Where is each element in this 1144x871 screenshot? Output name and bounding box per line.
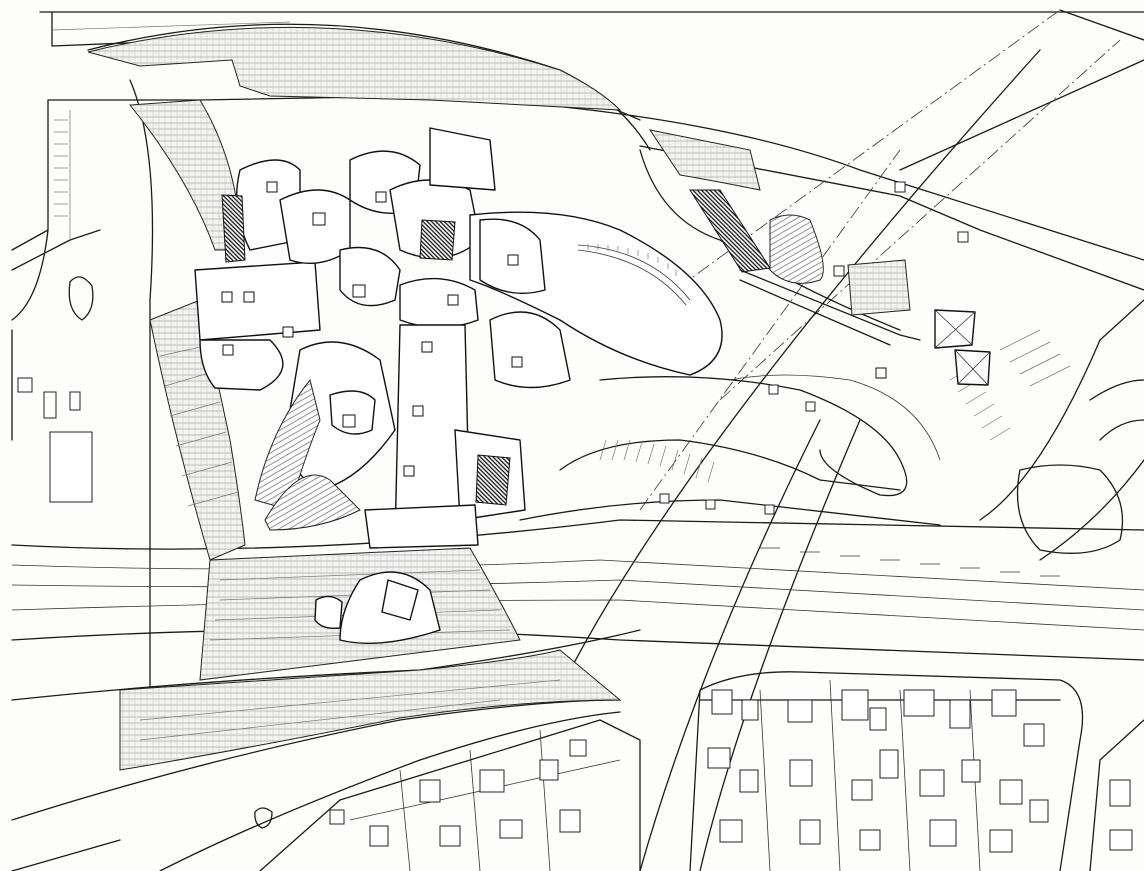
left-lots	[11, 276, 94, 503]
museum-building	[194, 127, 887, 549]
river-promenade	[519, 149, 1071, 526]
city-blocks-south	[11, 671, 1144, 871]
south-annex	[314, 571, 441, 645]
